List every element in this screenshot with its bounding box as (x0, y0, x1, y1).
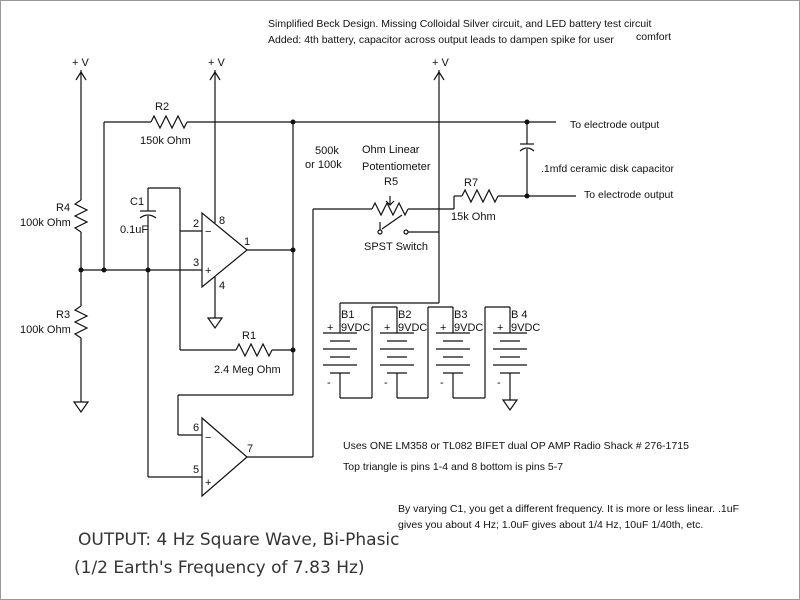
pin-1: 1 (244, 236, 250, 248)
r5-desc-2: Potentiometer (362, 161, 431, 173)
r7-value: 15k Ohm (451, 211, 496, 223)
opamp-note: Uses ONE LM358 or TL082 BIFET dual OP AM… (343, 440, 689, 452)
r7-name: R7 (464, 177, 478, 189)
spst-switch (381, 214, 403, 230)
pin-6: 6 (193, 422, 199, 434)
resistor-r4 (73, 199, 89, 233)
header-note-2-suffix: comfort (636, 31, 671, 43)
opamp-bottom (201, 416, 248, 498)
r4-value: 100k Ohm (20, 217, 71, 229)
supply-mid-label: + V (208, 57, 225, 69)
r5-option-2: or 100k (305, 159, 342, 171)
battery-b2-volt: 9VDC (398, 322, 427, 334)
battery-b4-name: B 4 (511, 309, 528, 321)
opamp-top (201, 211, 248, 289)
opamp-bottom-minus: − (205, 432, 211, 444)
r2-name: R2 (155, 101, 169, 113)
resistor-r3 (73, 305, 89, 339)
battery-b3-name: B3 (454, 309, 467, 321)
electrode-output-2: To electrode output (584, 189, 673, 201)
r2-value: 150k Ohm (140, 135, 191, 147)
ground-opamp-icon (206, 317, 224, 330)
supply-left-label: + V (72, 57, 89, 69)
resistor-r2 (150, 114, 188, 130)
r3-name: R3 (56, 309, 70, 321)
battery-b2-plus: + (384, 322, 390, 334)
c1-note-1: By varying C1, you get a different frequ… (398, 503, 739, 515)
pin-5: 5 (193, 464, 199, 476)
battery-b2-minus: - (384, 377, 388, 389)
header-note-2: Added: 4th battery, capacitor across out… (268, 34, 614, 46)
ground-left-icon (72, 401, 90, 414)
c1-note-2: gives you about 4 Hz; 1.0uF gives about … (398, 519, 703, 531)
r5-option-1: 500k (315, 145, 339, 157)
battery-b3-minus: - (440, 377, 444, 389)
battery-b4-volt: 9VDC (511, 322, 540, 334)
supply-right-label: + V (432, 57, 449, 69)
opamp-top-minus: − (205, 226, 211, 238)
switch-contact-left (377, 229, 383, 235)
r5-desc-1: Ohm Linear (362, 144, 420, 156)
switch-label: SPST Switch (364, 241, 428, 253)
pin-3: 3 (193, 257, 199, 269)
battery-b3: B3 9VDC + - (436, 309, 483, 389)
ground-battery-icon (501, 399, 519, 412)
battery-b1-plus: + (327, 322, 333, 334)
output-note-2: (1/2 Earth's Frequency of 7.83 Hz) (74, 558, 365, 578)
pin-2: 2 (193, 218, 199, 230)
battery-b4-plus: + (497, 322, 503, 334)
pin-4: 4 (219, 280, 225, 292)
c1-name: C1 (130, 196, 144, 208)
r5-name: R5 (384, 176, 398, 188)
opamp-top-plus: + (205, 265, 211, 277)
r4-name: R4 (56, 202, 70, 214)
output-capacitor-label: .1mfd ceramic disk capacitor (541, 163, 675, 175)
battery-b1-name: B1 (341, 309, 354, 321)
battery-b3-volt: 9VDC (454, 322, 483, 334)
resistor-r5-potentiometer (371, 201, 409, 217)
battery-b2: B2 9VDC + - (380, 309, 427, 389)
r3-value: 100k Ohm (20, 324, 71, 336)
battery-b1-minus: - (327, 377, 331, 389)
resistor-r1 (235, 342, 273, 358)
electrode-output-1: To electrode output (570, 119, 659, 131)
opamp-bottom-plus: + (205, 477, 211, 489)
output-note-1: OUTPUT: 4 Hz Square Wave, Bi-Phasic (78, 530, 400, 550)
resistor-r7 (461, 188, 499, 204)
battery-b1-volt: 9VDC (341, 322, 370, 334)
battery-b2-name: B2 (398, 309, 411, 321)
r1-name: R1 (242, 330, 256, 342)
pin-7: 7 (247, 443, 253, 455)
triangle-note: Top triangle is pins 1-4 and 8 bottom is… (343, 461, 563, 473)
r1-value: 2.4 Meg Ohm (214, 364, 281, 376)
pin-8: 8 (219, 215, 225, 227)
c1-value: 0.1uF (120, 224, 148, 236)
battery-b4-minus: - (497, 377, 501, 389)
header-note-1: Simplified Beck Design. Missing Colloida… (268, 18, 651, 30)
battery-b3-plus: + (440, 322, 446, 334)
